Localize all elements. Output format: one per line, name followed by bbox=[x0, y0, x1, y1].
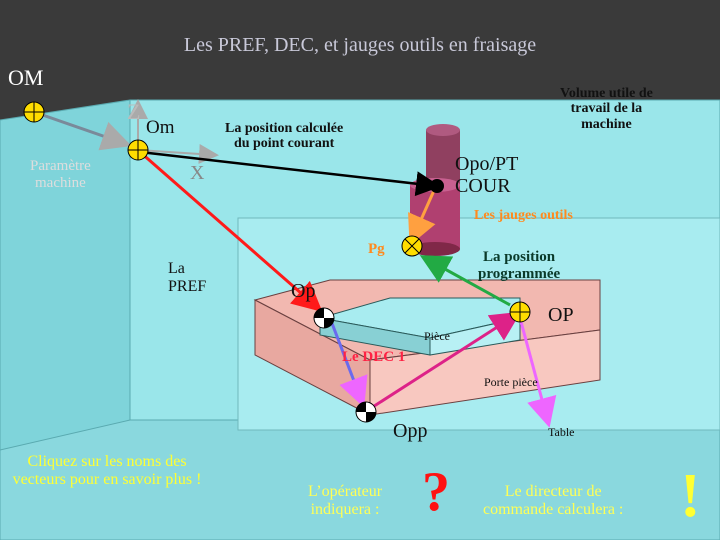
machine-parameter-line2: machine bbox=[35, 174, 86, 191]
op-left-label: Op bbox=[291, 280, 316, 302]
z-axis-label: Z bbox=[127, 99, 141, 124]
controller-line2: commande calculera : bbox=[483, 500, 624, 518]
table-vector[interactable] bbox=[518, 317, 557, 428]
om-origin-icon bbox=[23, 101, 45, 123]
controller-line1: Le directeur de bbox=[504, 483, 602, 500]
programmed-position-line2: programmée bbox=[478, 265, 561, 282]
programmed-position-label[interactable]: La position programmée bbox=[478, 249, 560, 282]
opo-line1: Opo/PT bbox=[455, 153, 519, 175]
machine-parameter-line1: Paramètre bbox=[30, 158, 91, 174]
opp-label: Opp bbox=[393, 420, 428, 442]
table-label: Table bbox=[548, 425, 575, 439]
calculated-position-vector[interactable] bbox=[139, 150, 441, 197]
fixture-vector[interactable] bbox=[328, 317, 368, 408]
calculated-position-label[interactable]: La position calculée du point courant bbox=[225, 121, 343, 152]
om-machine-origin-icon bbox=[127, 139, 149, 161]
machine-parameter-label[interactable]: Paramètre machine bbox=[30, 158, 91, 191]
x-axis-label: X bbox=[190, 162, 205, 184]
om-label: OM bbox=[8, 65, 44, 90]
program-origin-icon bbox=[509, 301, 531, 323]
controller-text: Le directeur de commande calculera : bbox=[483, 483, 623, 518]
om-machine-label: Om bbox=[146, 117, 175, 138]
pref-label[interactable]: La PREF bbox=[168, 260, 206, 295]
tool-point-icon bbox=[430, 179, 444, 193]
dec-label[interactable]: Le DEC 1 bbox=[342, 349, 406, 365]
tool-gauges-label[interactable]: Les jauges outils bbox=[474, 208, 573, 223]
programmed-position-line1: La position bbox=[483, 249, 556, 265]
pref-vector[interactable] bbox=[139, 150, 323, 312]
operator-line1: L’opérateur bbox=[308, 483, 383, 500]
work-volume-line2: travail de la bbox=[570, 101, 643, 117]
work-volume-line3: machine bbox=[581, 116, 632, 132]
pg-label: Pg bbox=[368, 241, 385, 257]
page-title: Les PREF, DEC, et jauges outils en frais… bbox=[183, 34, 537, 56]
programmed-position-vector[interactable] bbox=[419, 255, 511, 307]
question-mark-button[interactable]: ? bbox=[422, 461, 450, 523]
machine-parameter-vector[interactable] bbox=[33, 110, 132, 151]
gauge-point-icon bbox=[401, 235, 423, 257]
work-volume-label: Volume utile de travail de la machine bbox=[560, 86, 653, 132]
tool-gauge-vector[interactable] bbox=[408, 185, 438, 246]
exclamation-button[interactable]: ! bbox=[680, 462, 701, 530]
calculated-position-line1: La position calculée bbox=[225, 121, 344, 136]
pref-line2: PREF bbox=[168, 277, 207, 295]
click-hint-text: Cliquez sur les noms des vecteurs pour e… bbox=[12, 453, 202, 488]
workpiece-label: Pièce bbox=[424, 329, 450, 343]
dec-vector[interactable] bbox=[367, 311, 522, 412]
opp-origin-icon bbox=[355, 401, 377, 423]
pref-line1: La bbox=[168, 260, 185, 277]
opo-label: Opo/PT COUR bbox=[455, 153, 518, 197]
opo-line2: COUR bbox=[455, 175, 511, 197]
calculated-position-line2: du point courant bbox=[233, 136, 335, 152]
x-axis-arrow bbox=[137, 143, 219, 164]
op-right-label: OP bbox=[548, 304, 574, 326]
fixture-label: Porte pièce bbox=[484, 375, 538, 389]
operator-text: L’opérateur indiquera : bbox=[308, 483, 382, 518]
op-origin-icon bbox=[313, 307, 335, 329]
operator-line2: indiquera : bbox=[310, 500, 380, 518]
work-volume-line1: Volume utile de bbox=[560, 86, 653, 101]
workpiece bbox=[319, 297, 521, 356]
